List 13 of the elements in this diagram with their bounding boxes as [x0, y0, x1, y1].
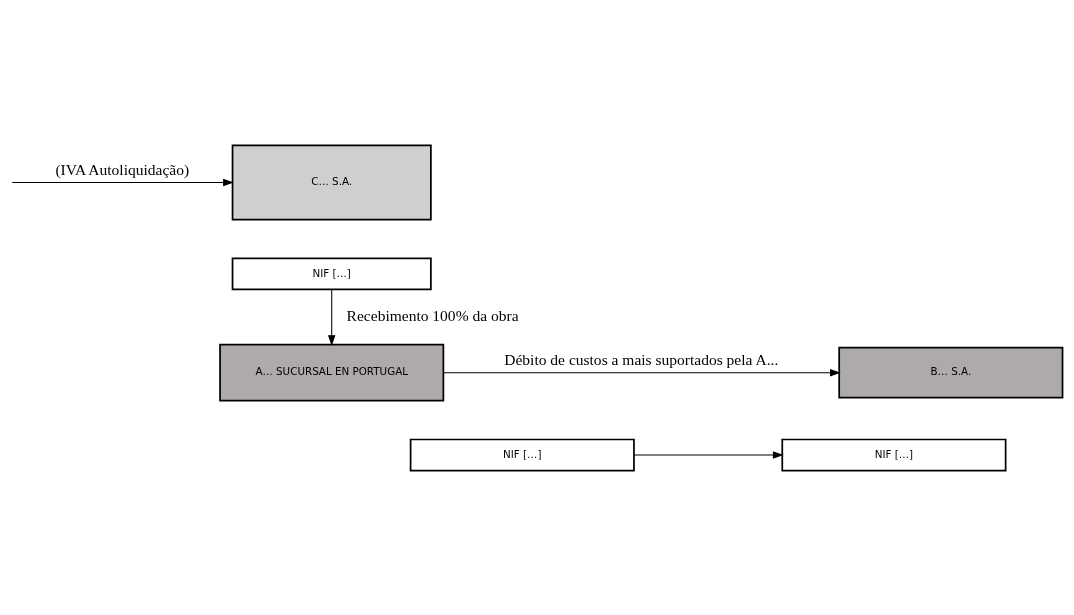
arrow — [633, 450, 784, 459]
arrow — [442, 368, 841, 376]
node-box: NIF […] — [781, 438, 1007, 471]
arrow — [327, 288, 336, 346]
node-box: C… S.A. — [231, 144, 432, 220]
node-box: B… S.A. — [838, 346, 1064, 399]
arrow — [11, 178, 234, 186]
edge-label: (IVA Autoliquidação) — [55, 160, 190, 178]
node-box: A… SUCURSAL EN PORTUGAL — [219, 343, 445, 402]
node-box: NIF […] — [409, 438, 635, 471]
edge-label: Débito de custos a mais suportados pela A... — [504, 350, 779, 368]
edge-label: Recebimento 100% da obra — [346, 306, 519, 324]
node-box: NIF […] — [231, 257, 432, 290]
